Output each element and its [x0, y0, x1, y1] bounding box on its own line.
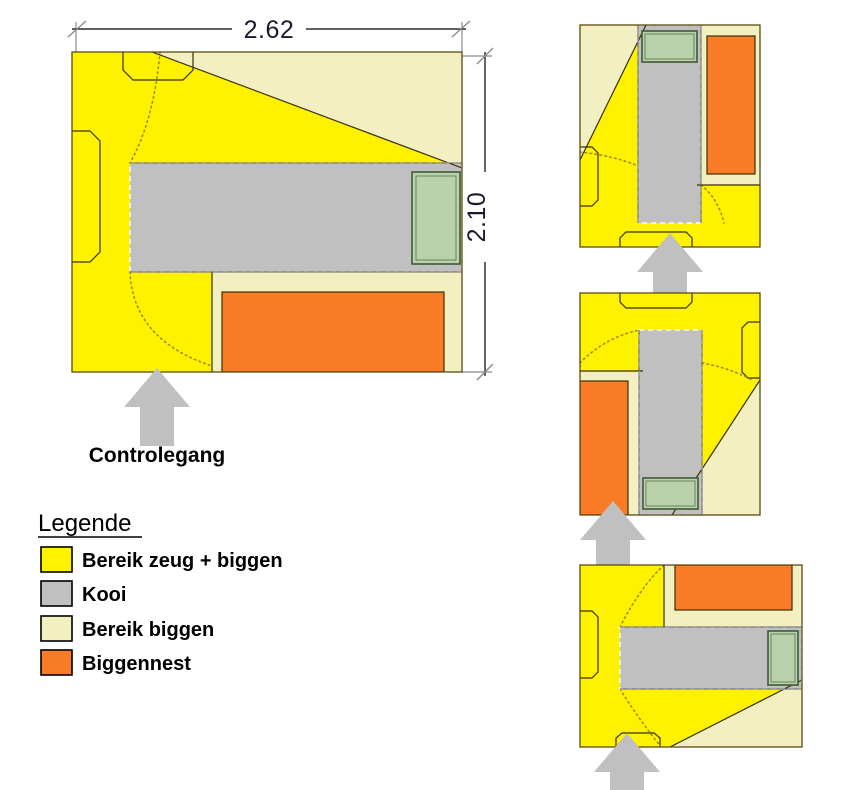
piglet-nest-outline-v1: [706, 35, 756, 175]
feeder-green-outer-border-v3: [767, 630, 799, 686]
feeder-green-main: [412, 172, 460, 264]
door-swing-arc-left-v1: [580, 151, 639, 167]
legend-label-2: Bereik biggen: [82, 619, 214, 641]
feeder-green-v1: [642, 31, 697, 62]
feeder-green-outer-border-v1: [641, 30, 698, 63]
legend: Legende Bereik zeug + biggen Kooi Bereik…: [38, 510, 283, 676]
feeder-green-outer-border-main: [411, 171, 461, 265]
diagonal-divider-v1: [580, 25, 647, 161]
legend-item-biggennest: Biggennest: [40, 649, 191, 676]
dimension-width: 2.62: [67, 16, 471, 52]
variant-floorplan-2: [579, 292, 761, 579]
door-swing-arc-left-v2: [580, 329, 640, 364]
feeder-trough-left-v1: [580, 146, 599, 207]
legend-label-3: Biggennest: [82, 653, 191, 675]
dimension-height-value: 2.10: [463, 192, 491, 243]
piglet-nest-v1: [707, 36, 755, 174]
door-swing-arc-right-v1: [700, 184, 725, 224]
feeder-green-v2: [643, 478, 698, 509]
feeder-green-v3: [768, 631, 798, 685]
piglet-nest-main: [222, 292, 444, 372]
feeder-green-inner-border-v3: [770, 633, 796, 683]
feeder-green-outer-border-v2: [642, 477, 699, 510]
pen-outline-v3: [579, 564, 803, 748]
dim-tick-right: [451, 20, 471, 38]
door-swing-arc-upper-v3: [619, 565, 665, 628]
feeder-trough-bottom-v3: [615, 732, 661, 747]
main-floorplan: 2.62 2.10: [67, 16, 494, 467]
legend-swatch-1: [40, 580, 73, 607]
dim-tick-top: [476, 47, 494, 65]
legend-label-1: Kooi: [82, 584, 126, 606]
dim-tick-bottom: [476, 363, 494, 381]
variant-floorplan-1: [579, 24, 761, 311]
piglet-nest-v3: [675, 565, 792, 610]
legend-item-bereik-zeug-biggen: Bereik zeug + biggen: [40, 546, 283, 573]
dim-tick-left: [67, 20, 87, 38]
feeder-trough-right-v2: [741, 321, 760, 379]
legend-item-kooi: Kooi: [40, 580, 126, 607]
pen-outline-v2: [579, 292, 761, 516]
legend-swatch-0: [40, 546, 73, 573]
door-swing-arc-lower-main: [129, 271, 213, 367]
pen-outline-main: [71, 51, 463, 373]
diagonal-divider-v3: [669, 679, 802, 747]
door-swing-arc-upper-main: [129, 52, 161, 164]
variant-floorplan-3: [579, 564, 803, 790]
legend-swatch-2: [40, 615, 73, 642]
feeder-green-inner-border-v1: [644, 33, 695, 60]
feeder-trough-top-v2: [619, 293, 693, 309]
legend-title: Legende: [38, 510, 131, 537]
legend-item-bereik-biggen: Bereik biggen: [40, 615, 214, 642]
dimension-width-value: 2.62: [244, 16, 295, 44]
piglet-nest-outline-main: [221, 291, 445, 372]
dimension-height: 2.10: [462, 47, 494, 381]
feeder-green-inner-border-v2: [645, 480, 696, 507]
crate-main: [130, 163, 462, 272]
door-swing-arc-lower-v3: [619, 688, 662, 747]
piglet-nest-outline-v3: [674, 565, 793, 611]
feeder-trough-bottom-v1: [619, 231, 693, 247]
legend-label-0: Bereik zeug + biggen: [82, 550, 283, 572]
door-swing-arc-right-v2: [701, 362, 753, 381]
corridor-label-main: Controlegang: [89, 444, 226, 467]
legend-swatch-3: [40, 649, 73, 676]
piglet-nest-v2: [580, 381, 628, 515]
piglet-nest-outline-v2: [580, 380, 629, 515]
feeder-trough-left-main: [72, 130, 101, 263]
feeder-trough-left-v3: [580, 610, 599, 679]
entry-arrow-main: [124, 368, 190, 446]
feeder-green-inner-border-main: [415, 175, 457, 261]
diagonal-divider-main: [151, 52, 462, 169]
